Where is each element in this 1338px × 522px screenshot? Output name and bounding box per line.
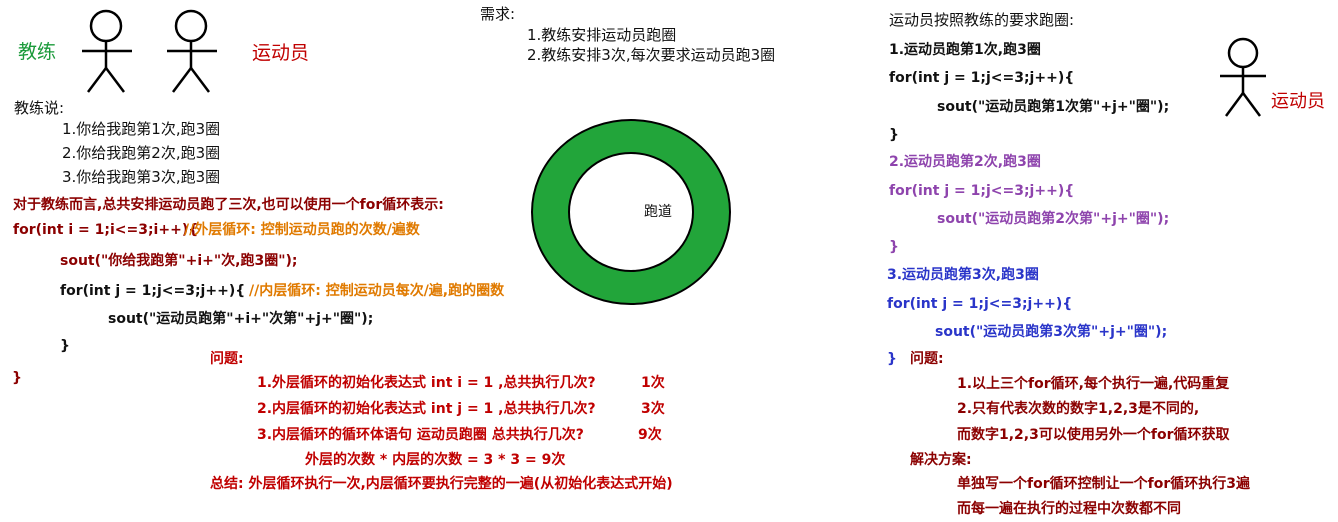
answer-2: 3次 <box>641 401 665 417</box>
block3-sout: sout("运动员跑第3次第"+j+"圈"); <box>935 324 1168 340</box>
block2-title: 2.运动员跑第2次,跑3圈 <box>889 154 1041 170</box>
question-1: 1.外层循环的初始化表达式 int i = 1 ,总共执行几次? <box>257 375 596 391</box>
block3-for: for(int j = 1;j<=3;j++){ <box>887 296 1073 312</box>
block2-close: } <box>889 239 899 255</box>
questions-title: 问题: <box>210 351 244 367</box>
outer-close-brace: } <box>12 370 22 386</box>
requirement-1: 1.教练安排运动员跑圈 <box>527 26 677 44</box>
requirement-2: 2.教练安排3次,每次要求运动员跑3圈 <box>527 46 776 64</box>
intro-text: 对于教练而言,总共安排运动员跑了三次,也可以使用一个for循环表示: <box>13 197 444 213</box>
solution-1: 单独写一个for循环控制让一个for循环执行3遍 <box>957 476 1250 492</box>
coach-item-2: 2.你给我跑第2次,跑3圈 <box>62 144 221 162</box>
solution-2: 而每一遍在执行的过程中次数都不同 <box>957 501 1181 517</box>
athlete-label-right: 运动员 <box>1271 91 1325 112</box>
right-question-3: 而数字1,2,3可以使用另外一个for循环获取 <box>957 427 1230 443</box>
block3-title: 3.运动员跑第3次,跑3圈 <box>887 267 1039 283</box>
question-3: 3.内层循环的循环体语句 运动员跑圈 总共执行几次? <box>257 427 584 443</box>
athlete-figure-icon <box>167 9 217 93</box>
summary-text: 总结: 外层循环执行一次,内层循环要执行完整的一遍(从初始化表达式开始) <box>210 476 673 492</box>
sout-outer-code: sout("你给我跑第"+i+"次,跑3圈"); <box>60 253 298 269</box>
block1-close: } <box>889 127 899 143</box>
coach-figure-icon <box>82 9 132 93</box>
question-2: 2.内层循环的初始化表达式 int j = 1 ,总共执行几次? <box>257 401 596 417</box>
block1-for: for(int j = 1;j<=3;j++){ <box>889 70 1075 86</box>
inner-close-brace: } <box>60 338 70 354</box>
answer-1: 1次 <box>641 375 665 391</box>
running-track <box>531 119 731 305</box>
outer-comment: //外层循环: 控制运动员跑的次数/遍数 <box>184 222 420 238</box>
coach-says-heading: 教练说: <box>14 99 65 117</box>
right-question-1: 1.以上三个for循环,每个执行一遍,代码重复 <box>957 376 1230 392</box>
track-inner-field <box>568 152 694 272</box>
coach-label: 教练 <box>18 41 57 63</box>
answer-3: 9次 <box>638 427 662 443</box>
requirements-title: 需求: <box>480 5 516 23</box>
athlete-figure-right-icon <box>1220 37 1266 117</box>
block1-title: 1.运动员跑第1次,跑3圈 <box>889 42 1041 58</box>
inner-for-code: for(int j = 1;j<=3;j++){ <box>60 283 246 299</box>
athlete-label: 运动员 <box>252 42 310 64</box>
block3-close: } <box>887 351 897 367</box>
coach-item-3: 3.你给我跑第3次,跑3圈 <box>62 168 221 186</box>
coach-item-1: 1.你给我跑第1次,跑3圈 <box>62 120 221 138</box>
track-label: 跑道 <box>644 204 672 220</box>
outer-for-code: for(int i = 1;i<=3;i++){ <box>13 222 199 238</box>
block1-sout: sout("运动员跑第1次第"+j+"圈"); <box>937 99 1170 115</box>
right-question-2: 2.只有代表次数的数字1,2,3是不同的, <box>957 401 1200 417</box>
formula-text: 外层的次数 * 内层的次数 = 3 * 3 = 9次 <box>305 452 566 468</box>
block2-sout: sout("运动员跑第2次第"+j+"圈"); <box>937 211 1170 227</box>
block2-for: for(int j = 1;j<=3;j++){ <box>889 183 1075 199</box>
inner-comment: //内层循环: 控制运动员每次/遍,跑的圈数 <box>249 283 505 299</box>
solution-title: 解决方案: <box>910 452 972 468</box>
sout-inner-code: sout("运动员跑第"+i+"次第"+j+"圈"); <box>108 311 374 327</box>
right-questions-title: 问题: <box>910 351 944 367</box>
right-title: 运动员按照教练的要求跑圈: <box>889 11 1075 29</box>
